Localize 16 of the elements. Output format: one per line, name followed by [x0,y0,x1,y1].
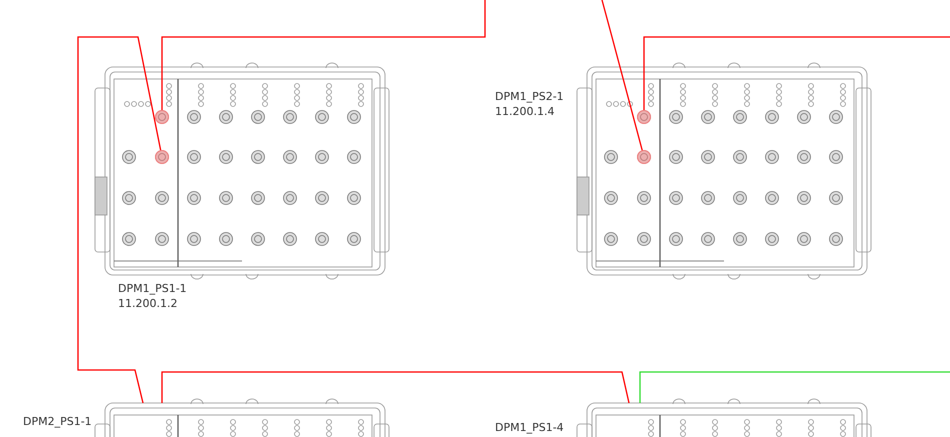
device-name: DPM1_PS1-4 [495,421,564,435]
device-name: DPM2_PS1-1 [23,415,92,429]
cable-line [77,36,162,404]
highlighted-port [155,110,169,124]
ip-address: 11.200.1.2 [118,297,178,311]
ip-address: 11.200.1.4 [495,105,554,119]
cable-line [161,0,486,110]
cable-line [601,0,643,150]
highlighted-port [637,110,651,124]
cable-line [643,36,950,110]
highlighted-port [155,150,169,164]
highlighted-port [637,150,651,164]
device-name: DPM1_PS1-1 [118,282,187,296]
device-name: DPM1_PS2-1 [495,90,564,104]
cable-line [161,371,630,404]
cable-line [639,371,950,403]
